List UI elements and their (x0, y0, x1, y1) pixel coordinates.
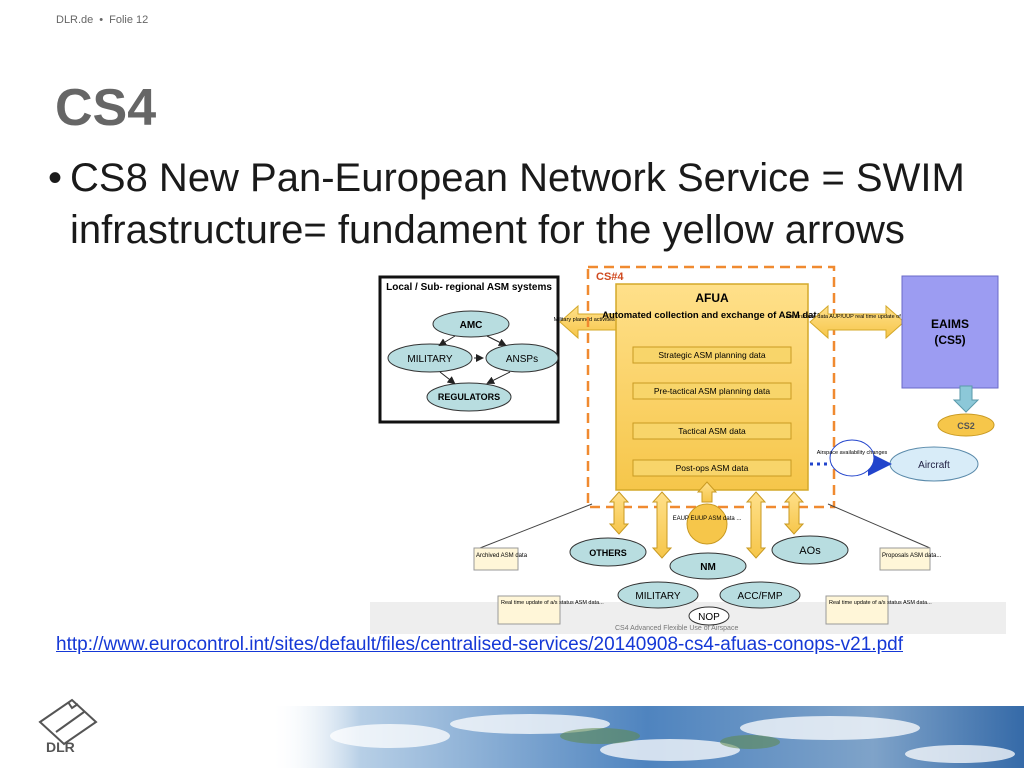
amc-label: AMC (460, 320, 483, 331)
amc-node (432, 310, 510, 338)
down-arrow-accfmp (745, 491, 767, 559)
afua-item (632, 422, 792, 440)
left-arrow-label: Military planned activities AUP/UUP... (554, 317, 645, 323)
accfmp-label: ACC/FMP (738, 591, 783, 602)
eaims-title: EAIMS (931, 317, 969, 331)
cs2-label: CS2 (957, 421, 975, 431)
bullet-point: • CS8 New Pan-European Network Service =… (48, 152, 988, 256)
cs2-arrow (952, 385, 980, 413)
aircraft-label: Aircraft (918, 460, 950, 471)
regulators-node (426, 382, 512, 412)
afua-item (632, 346, 792, 364)
eaup-bubble-label: EAUP EUUP ASM data ... (673, 516, 742, 522)
military2-label: MILITARY (635, 591, 681, 602)
afua-item (632, 382, 792, 400)
archived-box (473, 547, 519, 571)
eaims-box (901, 275, 999, 389)
afua-item-list: Strategic ASM planning data Pre-tactical… (632, 346, 792, 477)
diagram-caption: CS4 Advanced Flexible Use of Airspace (615, 625, 738, 632)
airspace-bubble-label: Airspace availability changes (817, 450, 888, 456)
eaims-sub: (CS5) (934, 333, 965, 347)
proposals-label: Proposals ASM data... (882, 553, 942, 559)
afua-item-label: Post-ops ASM data (676, 463, 749, 473)
afua-subtitle: Automated collection and exchange of ASM… (602, 310, 822, 321)
afua-item-label: Pre-tactical ASM planning data (654, 386, 771, 396)
military2-node (617, 581, 699, 609)
realtime-right-label: Real time update of a/s status ASM data.… (829, 600, 932, 606)
military-label: MILITARY (407, 354, 453, 365)
cs4-label: CS#4 (596, 271, 624, 283)
link-archived (479, 503, 593, 549)
aos-node (771, 535, 849, 565)
proposals-box (879, 547, 931, 571)
cs2-node (937, 413, 995, 437)
bullet-text: CS8 New Pan-European Network Service = S… (70, 156, 965, 252)
link-proposals (827, 503, 931, 549)
regulators-label: REGULATORS (438, 392, 500, 402)
dlr-logo-icon: DLR (38, 698, 98, 754)
local-box-title: Local / Sub- regional ASM systems (386, 282, 552, 293)
right-arrow-label: a/s structure data AUP/UUP real time upd… (786, 314, 931, 320)
afua-title: AFUA (695, 291, 729, 305)
slide-title: CS4 (55, 79, 157, 137)
afua-item-label: Tactical ASM data (678, 426, 746, 436)
military-node (387, 343, 473, 373)
up-arrow-center (696, 481, 718, 503)
eaup-bubble (686, 503, 728, 545)
site-name: DLR.de (56, 14, 94, 26)
down-arrow-others (608, 491, 630, 535)
nop-node (688, 606, 730, 626)
accfmp-node (719, 581, 801, 609)
airspace-bubble (829, 439, 875, 477)
nm-node (669, 552, 747, 580)
dlr-logo-text: DLR (46, 739, 75, 754)
realtime-right-box (825, 595, 889, 625)
afua-item-label: Strategic ASM planning data (658, 350, 766, 360)
others-node (569, 537, 647, 567)
bullet-marker: • (48, 156, 63, 200)
nm-label: NM (700, 562, 716, 573)
ansps-label: ANSPs (506, 354, 538, 365)
earth-banner-image (270, 706, 1024, 768)
caption-strip (370, 602, 1006, 634)
right-exchange-arrow (809, 304, 905, 340)
header-separator: • (99, 14, 104, 26)
others-label: OTHERS (589, 548, 627, 558)
archived-label: Archived ASM data (476, 553, 528, 559)
slide-number: Folie 12 (109, 14, 149, 26)
aos-label: AOs (799, 545, 821, 557)
ansps-node (485, 343, 559, 373)
down-arrow-aos (783, 491, 805, 535)
afua-diagram: CS4 Advanced Flexible Use of Airspace Lo… (370, 265, 1006, 634)
slide-header: DLR.de • Folie 12 (56, 14, 148, 26)
realtime-left-box (497, 595, 561, 625)
afua-item (632, 459, 792, 477)
realtime-left-label: Real time update of a/s status ASM data.… (501, 600, 604, 606)
down-arrow-military (651, 491, 673, 559)
local-asm-box: Local / Sub- regional ASM systems AMC MI… (378, 275, 560, 424)
nop-label: NOP (698, 612, 720, 623)
source-link[interactable]: http://www.eurocontrol.int/sites/default… (56, 634, 903, 655)
